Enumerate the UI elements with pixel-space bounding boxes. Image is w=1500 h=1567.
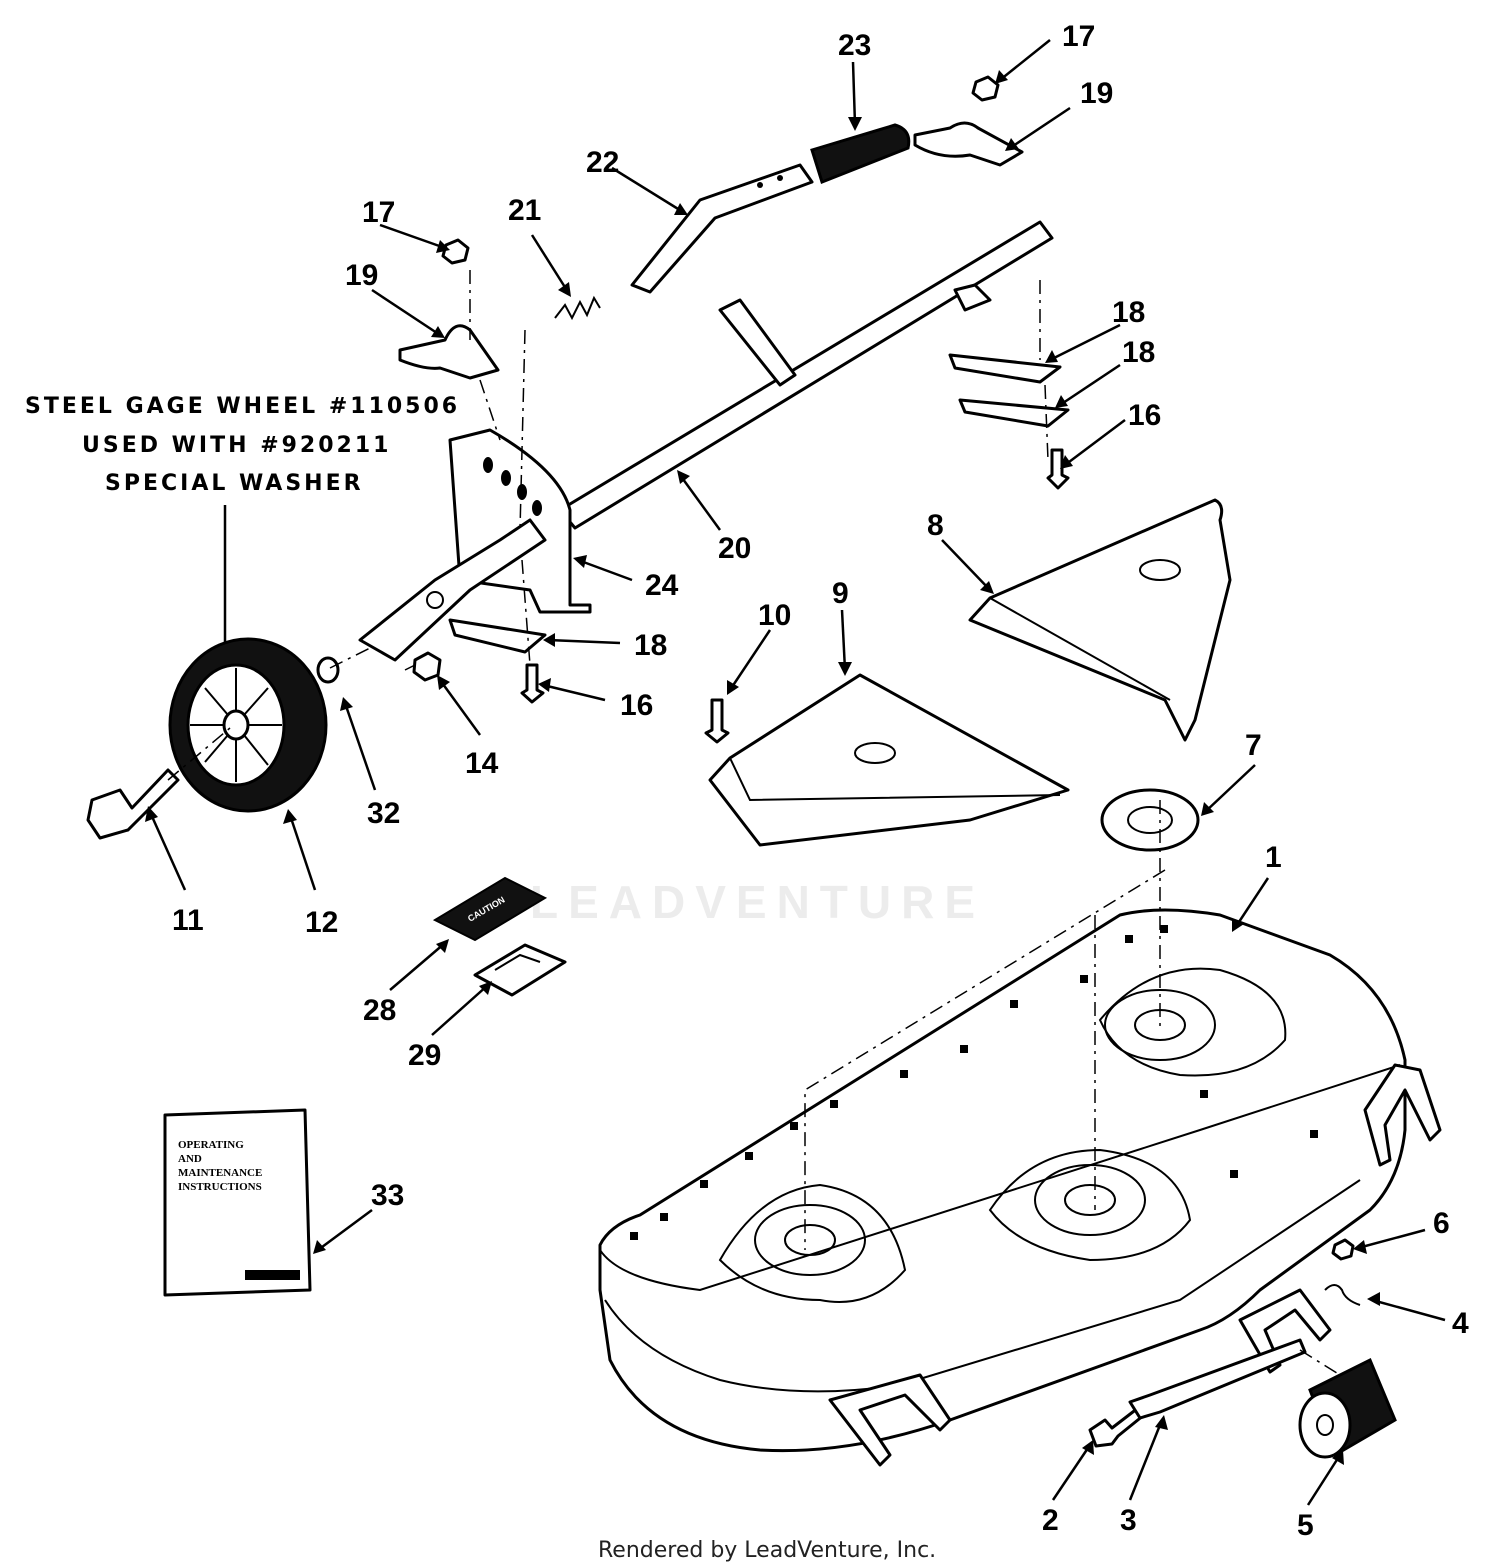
spindle-washer-7 [1100,788,1200,852]
operating-booklet-33: OPERATING AND MAINTENANCE INSTRUCTIONS [163,1108,312,1297]
callout-17-right: 17 [1062,20,1095,53]
nut-14 [412,651,442,682]
callout-29: 29 [408,1039,441,1072]
callout-17-left: 17 [362,196,395,229]
deck-bracket-rear [1238,1288,1332,1374]
callout-4: 4 [1452,1307,1469,1340]
handle-22 [630,163,814,294]
bolt-16-upper [1046,448,1070,490]
gage-wheel-note: STEEL GAGE WHEEL #110506 USED WITH #9202… [25,394,460,496]
callout-22: 22 [586,146,619,179]
callout-7: 7 [1245,729,1262,762]
grip-23 [810,123,911,184]
deck-bracket-right [1363,1063,1442,1167]
callout-19-right: 19 [1080,77,1113,110]
spring-21 [554,295,601,321]
cotter-pin-4 [1324,1284,1361,1306]
deck-holes [630,925,1318,1240]
callout-21: 21 [508,194,541,227]
gage-wheel-12 [168,637,328,813]
adjuster-arm [358,518,547,662]
caution-decal-28: CAUTION [432,876,548,942]
deck-bracket-front-left [828,1373,952,1467]
plate-18-upper [948,353,1062,384]
booklet-line-1: OPERATING [178,1139,244,1151]
alignment-lines [167,270,1341,1376]
callout-12: 12 [305,906,338,939]
nut-17-right [971,75,1000,102]
booklet-line-4: INSTRUCTIONS [178,1181,262,1193]
lift-rod-20 [558,220,1054,530]
nut-17-left [441,238,470,265]
bolt-10 [704,698,730,744]
rendered-by-footer: Rendered by LeadVenture, Inc. [598,1538,936,1563]
washer-32 [316,656,340,684]
callout-3: 3 [1120,1504,1137,1537]
callout-18-middle: 18 [1122,336,1155,369]
callout-1: 1 [1265,841,1282,874]
mower-deck-housing [598,908,1442,1467]
bolt-11 [86,768,180,840]
callout-2: 2 [1042,1504,1059,1537]
spindle-opening-center [988,1148,1192,1262]
decal-29 [473,943,567,997]
note-line-1: STEEL GAGE WHEEL #110506 [25,394,460,419]
callout-16-upper: 16 [1128,399,1161,432]
callout-labels: 1 2 3 4 5 6 7 8 9 10 11 12 14 16 16 17 1… [172,20,1469,1542]
callout-18-lower: 18 [634,629,667,662]
clamp-19-left [398,324,500,380]
watermark-text: LEADVENTURE [530,876,985,928]
callout-14: 14 [465,747,499,780]
callout-10: 10 [758,599,791,632]
roller-5 [1298,1357,1397,1459]
callout-18-upper: 18 [1112,296,1145,329]
spindle-opening-left [718,1183,907,1303]
callout-20: 20 [718,532,751,565]
callout-11: 11 [172,904,204,937]
callout-8: 8 [927,509,944,542]
leader-lines [145,39,1446,1506]
callout-9: 9 [832,577,849,610]
clamp-19-right [913,121,1024,167]
booklet-line-3: MAINTENANCE [178,1167,262,1179]
callout-16-lower: 16 [620,689,653,722]
plate-18-lower [448,618,547,654]
spindle-cover-9 [708,673,1070,847]
spindle-cover-8 [968,498,1232,742]
callout-32: 32 [367,797,400,830]
callout-33: 33 [371,1179,404,1212]
bolt-16-lower [520,663,545,704]
plate-18-middle [958,398,1070,428]
nut-6 [1331,1238,1355,1261]
roller-arm-3 [1128,1338,1307,1420]
callout-19-left: 19 [345,259,378,292]
note-line-2: USED WITH #920211 [82,433,391,458]
callout-5: 5 [1297,1509,1314,1542]
note-line-3: SPECIAL WASHER [105,471,364,496]
callout-24: 24 [645,569,679,602]
callout-6: 6 [1433,1207,1450,1240]
booklet-line-2: AND [178,1153,202,1165]
callout-23: 23 [838,29,871,62]
callout-28: 28 [363,994,396,1027]
